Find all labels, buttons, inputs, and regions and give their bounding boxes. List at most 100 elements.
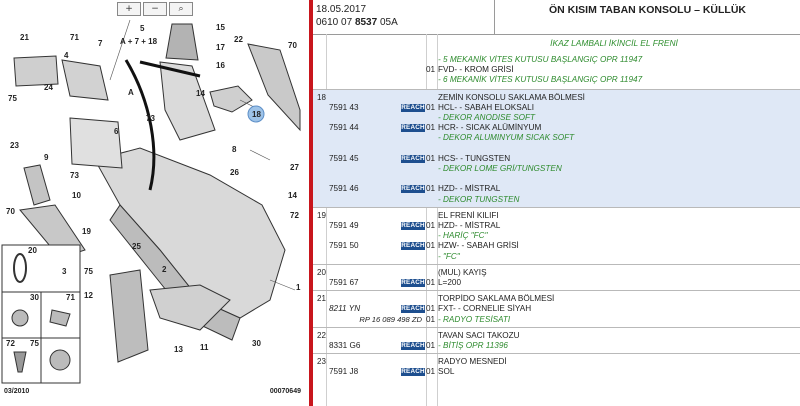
part-reference[interactable]: 7591 45 (329, 153, 359, 163)
part-reference[interactable]: RP 16 089 498 ZD (359, 314, 422, 324)
reach-badge[interactable]: REACH (401, 221, 425, 230)
callout-4[interactable]: 4 (64, 51, 69, 60)
callout-23[interactable]: 23 (10, 141, 19, 150)
part-description: - 5 MEKANİK VİTES KUTUSU BAŞLANGIÇ OPR 1… (438, 55, 643, 64)
part-reference[interactable]: 8331 G6 (329, 340, 361, 350)
callout-6[interactable]: 6 (114, 127, 119, 136)
callout-21[interactable]: 21 (20, 33, 29, 42)
quantity: 01 (426, 123, 436, 133)
zoom-in-icon[interactable]: + (117, 2, 141, 16)
reach-badge[interactable]: REACH (401, 103, 425, 112)
callout-73[interactable]: 73 (146, 114, 155, 123)
callout-70b[interactable]: 70 (6, 207, 15, 216)
callout-19[interactable]: 19 (82, 227, 91, 236)
quantity: 01 (426, 153, 436, 163)
diagram-number: 00070649 (269, 388, 301, 395)
part-description: HZD- - MİSTRAL (438, 184, 501, 194)
quantity: 01 (426, 102, 436, 112)
gear-trim-shape (159, 61, 216, 141)
callout-27[interactable]: 27 (290, 163, 299, 172)
callout-9[interactable]: 9 (44, 153, 49, 162)
callout-14b[interactable]: 14 (288, 191, 297, 200)
part-description: TORPİDO SAKLAMA BÖLMESİ (438, 294, 555, 304)
part-reference[interactable]: 7591 67 (329, 277, 359, 287)
upper-trim-shape (61, 59, 109, 101)
part-description: (MUL) KAYIŞ (438, 267, 487, 277)
reach-badge[interactable]: REACH (401, 124, 425, 133)
callout-13[interactable]: 13 (174, 345, 183, 354)
parts-row[interactable]: - 5 MEKANİK VİTES KUTUSU BAŞLANGIÇ OPR 1… (313, 52, 800, 89)
reach-badge[interactable]: REACH (401, 341, 425, 350)
callout-10[interactable]: 10 (72, 191, 81, 200)
part-reference[interactable]: 7591 43 (329, 102, 359, 112)
item-number: 23 (317, 357, 326, 367)
callout-8[interactable]: 8 (232, 145, 237, 154)
header-info: 18.05.2017 0610 07 8537 05A (313, 0, 495, 34)
zoom-out-icon[interactable]: − (143, 2, 167, 16)
callout-a[interactable]: A (128, 88, 134, 97)
part-description: - 6 MEKANİK VİTES KUTUSU BAŞLANGIÇ OPR 1… (438, 75, 643, 85)
part-reference[interactable]: 7591 49 (329, 220, 359, 230)
callout-14[interactable]: 14 (196, 89, 205, 98)
callout-75[interactable]: 75 (8, 94, 17, 103)
callout-12[interactable]: 12 (84, 291, 93, 300)
part-reference[interactable]: 7591 44 (329, 123, 359, 133)
part-reference[interactable]: 7591 J8 (329, 367, 359, 377)
reach-badge[interactable]: REACH (401, 368, 425, 377)
item-number: 22 (317, 330, 326, 340)
part-description: - RADYO TESİSATI (438, 314, 511, 324)
item-number: 18 (317, 92, 326, 102)
callout-71-box[interactable]: 71 (66, 293, 75, 302)
callout-3[interactable]: 3 (62, 267, 67, 276)
callout-26[interactable]: 26 (230, 168, 239, 177)
callout-73b[interactable]: 73 (70, 171, 79, 180)
callout-75-box[interactable]: 75 (30, 339, 39, 348)
section-banner: İKAZ LAMBALI İKİNCİL EL FRENİ (550, 38, 678, 48)
callout-25[interactable]: 25 (132, 242, 141, 251)
reach-badge[interactable]: REACH (401, 185, 425, 194)
callout-1[interactable]: 1 (296, 283, 301, 292)
diagram-date-code: 03/2010 (4, 388, 30, 395)
callout-5[interactable]: 5 (140, 24, 145, 33)
part-reference[interactable]: 8211 YN (329, 304, 361, 314)
quantity: 01 (426, 277, 436, 287)
callout-a-7-18[interactable]: A + 7 + 18 (120, 37, 158, 46)
quantity: 01 (426, 314, 436, 324)
callout-71[interactable]: 71 (70, 33, 79, 42)
reach-badge[interactable]: REACH (401, 278, 425, 287)
reach-badge[interactable]: REACH (401, 242, 425, 251)
callout-22[interactable]: 22 (234, 35, 243, 44)
callout-30[interactable]: 30 (252, 339, 261, 348)
console-exploded-drawing[interactable]: 21 71 4 5 A + 7 + 18 7 15 17 16 22 70 75… (0, 0, 309, 406)
callout-75b[interactable]: 75 (84, 267, 93, 276)
callout-72[interactable]: 72 (290, 211, 299, 220)
callout-16[interactable]: 16 (216, 61, 225, 70)
panel-9-shape (23, 164, 51, 206)
callout-72-box[interactable]: 72 (6, 339, 15, 348)
callout-18[interactable]: 18 (252, 110, 261, 119)
side-panel-right-shape (247, 43, 301, 132)
callout-17[interactable]: 17 (216, 43, 225, 52)
callout-24[interactable]: 24 (44, 83, 53, 92)
callout-11[interactable]: 11 (200, 343, 209, 352)
reach-badge[interactable]: REACH (401, 305, 425, 314)
part-reference[interactable]: 7591 50 (329, 241, 359, 251)
callout-15[interactable]: 15 (216, 23, 225, 32)
callout-30-box[interactable]: 30 (30, 293, 39, 302)
part-reference[interactable]: 7591 46 (329, 184, 359, 194)
part-description: HZD- - MİSTRAL (438, 220, 501, 230)
zoom-fit-icon[interactable]: ⌕ (169, 2, 193, 16)
callout-70[interactable]: 70 (288, 41, 297, 50)
callout-7[interactable]: 7 (98, 39, 103, 48)
callout-20[interactable]: 20 (28, 246, 37, 255)
callout-2[interactable]: 2 (162, 265, 167, 274)
reach-badge[interactable]: REACH (401, 154, 425, 163)
part-description: SOL (438, 367, 455, 377)
